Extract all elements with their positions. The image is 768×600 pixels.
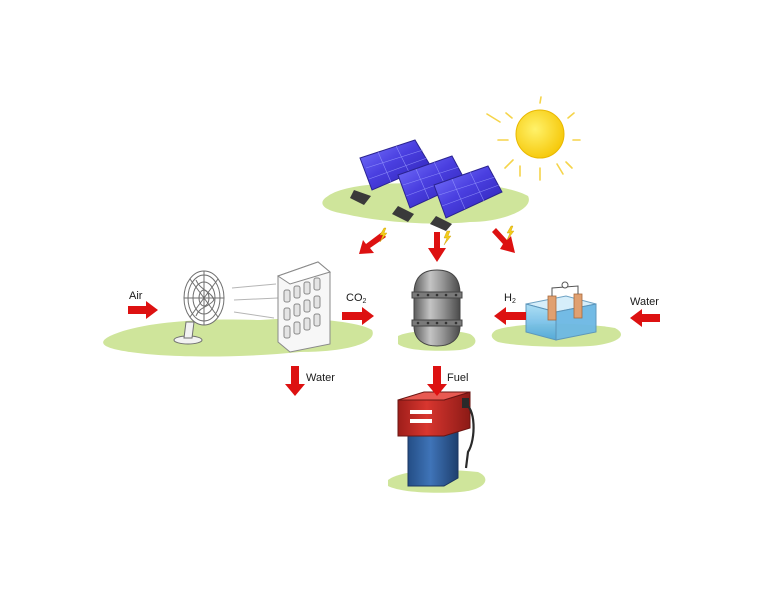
reactor-icon: [411, 269, 463, 347]
arrow-water-out: [285, 366, 305, 396]
solar-panel-3: [430, 165, 503, 231]
sun-icon: [486, 96, 581, 181]
arrow-air-in: [128, 301, 158, 319]
co2-capture-filter-icon: [276, 261, 332, 353]
arrow-to-electrolyzer: [492, 228, 515, 253]
label-h2-main: H: [504, 292, 512, 304]
flow-arrows: [128, 301, 660, 396]
label-co2: CO2: [346, 292, 367, 305]
label-air: Air: [129, 290, 142, 302]
arrow-to-capture: [359, 232, 386, 254]
label-fuel: Fuel: [447, 372, 468, 384]
arrow-to-reactor: [428, 232, 446, 262]
power-arrows: [359, 228, 515, 262]
arrow-water-in: [630, 309, 660, 327]
lightning-bolt-icon: [379, 225, 515, 246]
label-h2: H2: [504, 292, 516, 305]
label-water-out-text: Water: [306, 372, 335, 384]
solar-panel-icon: [350, 139, 503, 231]
solar-panel-1: [350, 139, 431, 205]
label-water-out: Water: [306, 372, 335, 384]
arrow-h2: [494, 307, 526, 325]
fuel-pump-icon: [397, 391, 475, 487]
air-flow-lines: [231, 283, 279, 319]
fan-icon: [173, 270, 225, 345]
arrow-co2: [342, 307, 374, 325]
label-fuel-text: Fuel: [447, 372, 469, 384]
label-water-in: Water: [630, 296, 659, 308]
ground-left: [103, 318, 373, 357]
arrow-fuel: [427, 366, 447, 396]
label-co2-sub: 2: [362, 298, 367, 305]
label-h2-sub: 2: [511, 298, 516, 305]
electrolyzer-icon: [525, 281, 597, 341]
label-co2-main: CO: [346, 292, 363, 304]
label-air-text: Air: [129, 290, 143, 302]
label-water-in-text: Water: [630, 296, 659, 308]
